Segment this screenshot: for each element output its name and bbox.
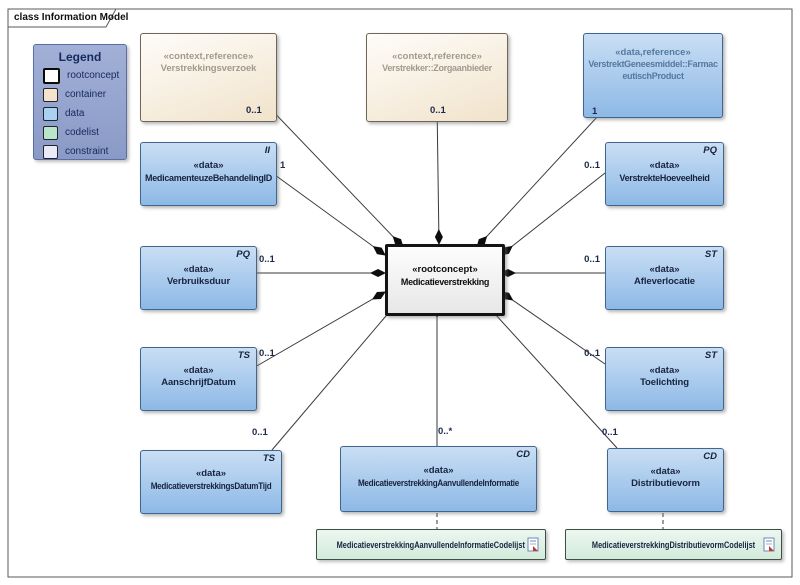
stereotype: «data» xyxy=(195,468,227,480)
node-name: Verbruiksduur xyxy=(166,276,231,288)
node-verbruiksduur[interactable]: PQ «data» Verbruiksduur xyxy=(140,246,257,310)
stereotype: «data» xyxy=(183,364,214,376)
multiplicity-label: 0..1 xyxy=(430,105,446,116)
node-medicamenteuzebehandelingid[interactable]: II «data» MedicamenteuzeBehandelingID xyxy=(140,142,277,206)
stereotype: «data» xyxy=(650,465,681,477)
container-swatch xyxy=(43,87,58,102)
node-name: MedicamenteuzeBehandelingID xyxy=(145,172,272,183)
multiplicity-label: 1 xyxy=(592,106,598,117)
node-name: Medicatieverstrekking xyxy=(400,276,490,287)
multiplicity-label: 0..1 xyxy=(602,427,618,438)
node-name: Distributievorm xyxy=(631,478,700,490)
association-line xyxy=(271,302,398,451)
type-tag: TS xyxy=(237,350,250,361)
multiplicity-label: 0..* xyxy=(438,426,453,437)
type-tag: PQ xyxy=(703,145,717,156)
type-tag: CD xyxy=(703,451,717,462)
node-name: Toelichting xyxy=(640,377,689,389)
codelist-document-icon xyxy=(763,537,775,552)
stereotype: «data» xyxy=(423,465,454,477)
stereotype: «data,reference» xyxy=(615,47,691,58)
node-verstrekkingsverzoek[interactable]: «context,reference» Verstrekkingsverzoek xyxy=(140,33,277,122)
multiplicity-label: 1 xyxy=(280,160,286,171)
legend-item-constraint: constraint xyxy=(43,144,126,159)
multiplicity-label: 0..1 xyxy=(246,105,262,116)
codelist-swatch xyxy=(43,125,58,140)
type-tag: ST xyxy=(704,350,717,361)
stereotype: «data» xyxy=(649,160,680,172)
diagram-tab xyxy=(7,8,117,28)
constraint-swatch xyxy=(43,144,58,159)
legend-item-label: rootconcept xyxy=(67,70,120,81)
legend-item-label: codelist xyxy=(65,127,99,138)
node-afleverlocatie[interactable]: ST «data» Afleverlocatie xyxy=(605,246,724,310)
stereotype: «context,reference» xyxy=(163,51,254,62)
codelist-medicatieverstrekkingdistributievormcodelijst[interactable]: MedicatieverstrekkingDistributievormCode… xyxy=(565,529,782,560)
rootconcept-swatch xyxy=(43,67,60,84)
association-line xyxy=(434,102,443,245)
multiplicity-label: 0..1 xyxy=(584,348,600,359)
codelist-medicatieverstrekkingaanvullendeinformatiecodelijst[interactable]: MedicatieverstrekkingAanvullendeInformat… xyxy=(316,529,546,560)
codelist-document-icon xyxy=(527,537,539,552)
association-line xyxy=(484,302,618,449)
stereotype: «context,reference» xyxy=(392,51,482,62)
multiplicity-label: 0..1 xyxy=(259,348,275,359)
codelist-name: MedicatieverstrekkingDistributievormCode… xyxy=(591,539,756,550)
legend-item-container: container xyxy=(43,87,126,102)
association-line xyxy=(500,291,606,365)
node-name: Verstrekker::Zorgaanbieder xyxy=(382,63,492,74)
node-medicatieverstrekking[interactable]: «rootconcept» Medicatieverstrekking xyxy=(385,244,505,316)
association-line xyxy=(476,102,611,248)
stereotype: «data» xyxy=(183,263,214,275)
legend: Legend rootconcept container data codeli… xyxy=(33,44,127,160)
type-tag: PQ xyxy=(236,249,250,260)
legend-item-rootconcept: rootconcept xyxy=(43,67,126,84)
association-line xyxy=(264,102,404,248)
type-tag: CD xyxy=(516,449,530,460)
diagram-tab-label: class Information Model xyxy=(14,12,129,23)
legend-title: Legend xyxy=(58,50,102,64)
node-name: Afleverlocatie xyxy=(634,276,695,288)
legend-item-label: constraint xyxy=(65,146,109,157)
node-name: Verstrekkingsverzoek xyxy=(160,63,257,75)
node-medicatieverstrekkingaanvullendeinformatie[interactable]: CD «data» MedicatieverstrekkingAanvullen… xyxy=(340,446,537,512)
stereotype: «rootconcept» xyxy=(412,264,478,276)
legend-item-label: data xyxy=(65,108,85,119)
multiplicity-label: 0..1 xyxy=(259,254,275,265)
node-medicatieverstrekkingsdatumtijd[interactable]: TS «data» MedicatieverstrekkingsDatumTij… xyxy=(140,450,282,514)
node-verstrektgeneesmiddel-farmaceutischproduct[interactable]: «data,reference» VerstrektGeneesmiddel::… xyxy=(583,33,723,118)
legend-item-data: data xyxy=(43,106,126,121)
node-aanschrijfdatum[interactable]: TS «data» AanschrijfDatum xyxy=(140,347,257,411)
node-toelichting[interactable]: ST «data» Toelichting xyxy=(605,347,724,411)
node-name: MedicatieverstrekkingAanvullendeInformat… xyxy=(357,477,520,488)
node-verstrekker-zorgaanbieder[interactable]: «context,reference» Verstrekker::Zorgaan… xyxy=(366,33,508,122)
type-tag: II xyxy=(264,145,270,156)
node-verstrektehoeveelheid[interactable]: PQ «data» VerstrekteHoeveelheid xyxy=(605,142,724,206)
legend-item-label: container xyxy=(65,89,107,100)
node-name: VerstrekteHoeveelheid xyxy=(619,172,710,183)
stereotype: «data» xyxy=(193,160,224,172)
multiplicity-label: 0..1 xyxy=(252,427,268,438)
node-name: MedicatieverstrekkingsDatumTijd xyxy=(150,480,272,491)
stereotype: «data» xyxy=(649,263,680,275)
multiplicity-label: 0..1 xyxy=(584,160,600,171)
multiplicity-label: 0..1 xyxy=(584,254,600,265)
association-line xyxy=(274,174,386,256)
association-line xyxy=(254,291,386,368)
association-line xyxy=(500,172,606,256)
type-tag: TS xyxy=(262,453,275,464)
association-lines xyxy=(254,102,664,529)
data-swatch xyxy=(43,106,58,121)
node-distributievorm[interactable]: CD «data» Distributievorm xyxy=(607,448,724,512)
stereotype: «data» xyxy=(649,364,680,376)
legend-item-codelist: codelist xyxy=(43,125,126,140)
node-name: AanschrijfDatum xyxy=(161,377,236,389)
diagram-frame xyxy=(7,8,793,578)
codelist-name: MedicatieverstrekkingAanvullendeInformat… xyxy=(336,539,526,550)
node-name: VerstrektGeneesmiddel::FarmaceutischProd… xyxy=(588,59,718,81)
type-tag: ST xyxy=(704,249,717,260)
